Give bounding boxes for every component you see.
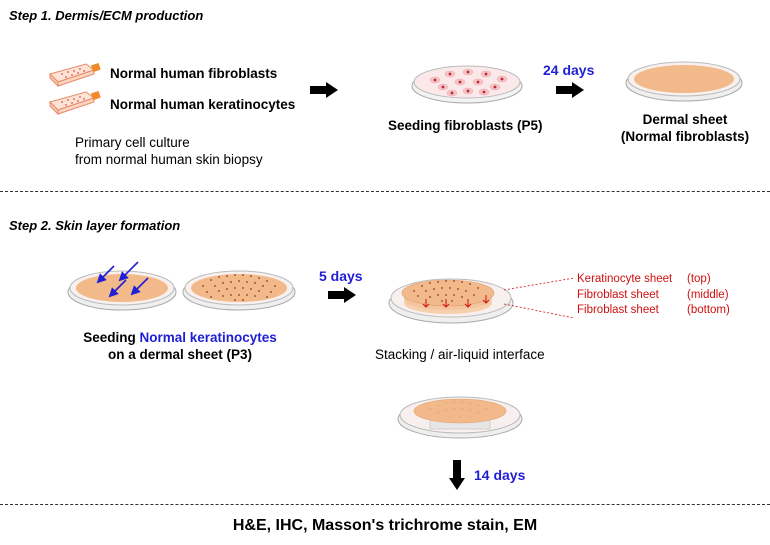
final-analysis-label: H&E, IHC, Masson's trichrome stain, EM — [232, 517, 538, 534]
dermal-sheet-line1: Dermal sheet — [642, 112, 728, 127]
days5-label: 5 days — [319, 268, 363, 284]
dermal-sheet-dish-icon — [625, 61, 743, 102]
keratinocyte-flask-icon — [49, 90, 101, 116]
culture-flask-icons — [49, 62, 101, 116]
primary-culture-line1: Primary cell culture — [75, 135, 190, 150]
keratinocytes-label: Normal human keratinocytes — [110, 97, 296, 112]
days24-label: 24 days — [543, 62, 595, 78]
layer-bottom-name: Fibroblast sheet — [577, 304, 659, 316]
arrow-right-icon — [328, 287, 356, 303]
seeding-highlight: Normal keratinocytes — [139, 330, 277, 345]
section-divider — [0, 191, 770, 192]
dermal-sheet-line2: (Normal fibroblasts) — [620, 129, 750, 144]
stacking-dish-icon — [388, 278, 514, 324]
arrow-down-icon — [449, 460, 465, 490]
layer-middle-position: (middle) — [687, 289, 729, 301]
seeding-keratinocytes-line2: on a dermal sheet (P3) — [107, 347, 253, 362]
arrow-right-icon — [556, 82, 584, 98]
layer-leader-lines — [503, 277, 575, 319]
section-divider-bottom — [0, 504, 770, 505]
layer-top: Keratinocyte sheet (top) — [577, 273, 711, 285]
fibroblasts-label: Normal human fibroblasts — [110, 66, 278, 81]
step2-title: Step 2. Skin layer formation — [9, 218, 181, 233]
seeding-keratinocytes-line1: Seeding Normal keratinocytes — [60, 330, 300, 345]
air-liquid-dish-icon — [397, 396, 523, 439]
layer-top-position: (top) — [687, 273, 711, 285]
seeding-keratinocyte-dish-icon — [67, 261, 177, 311]
seeding-dish-icon — [411, 65, 523, 104]
layer-middle: Fibroblast sheet (middle) — [577, 289, 729, 301]
stacking-label: Stacking / air-liquid interface — [375, 347, 545, 362]
seeding-prefix: Seeding — [83, 330, 140, 345]
arrow-right-icon — [310, 82, 338, 98]
layer-bottom-position: (bottom) — [687, 304, 730, 316]
keratinocyte-dish-icon — [182, 270, 296, 311]
layer-top-name: Keratinocyte sheet — [577, 273, 673, 285]
days14-label: 14 days — [474, 467, 526, 483]
layer-middle-name: Fibroblast sheet — [577, 289, 659, 301]
seeding-arrows-icon — [96, 261, 149, 298]
layer-bottom: Fibroblast sheet (bottom) — [577, 304, 730, 316]
seeding-fibroblasts-label: Seeding fibroblasts (P5) — [388, 118, 543, 133]
primary-culture-line2: from normal human skin biopsy — [75, 152, 263, 167]
fibroblast-flask-icon — [49, 62, 101, 88]
step1-title: Step 1. Dermis/ECM production — [9, 8, 204, 23]
